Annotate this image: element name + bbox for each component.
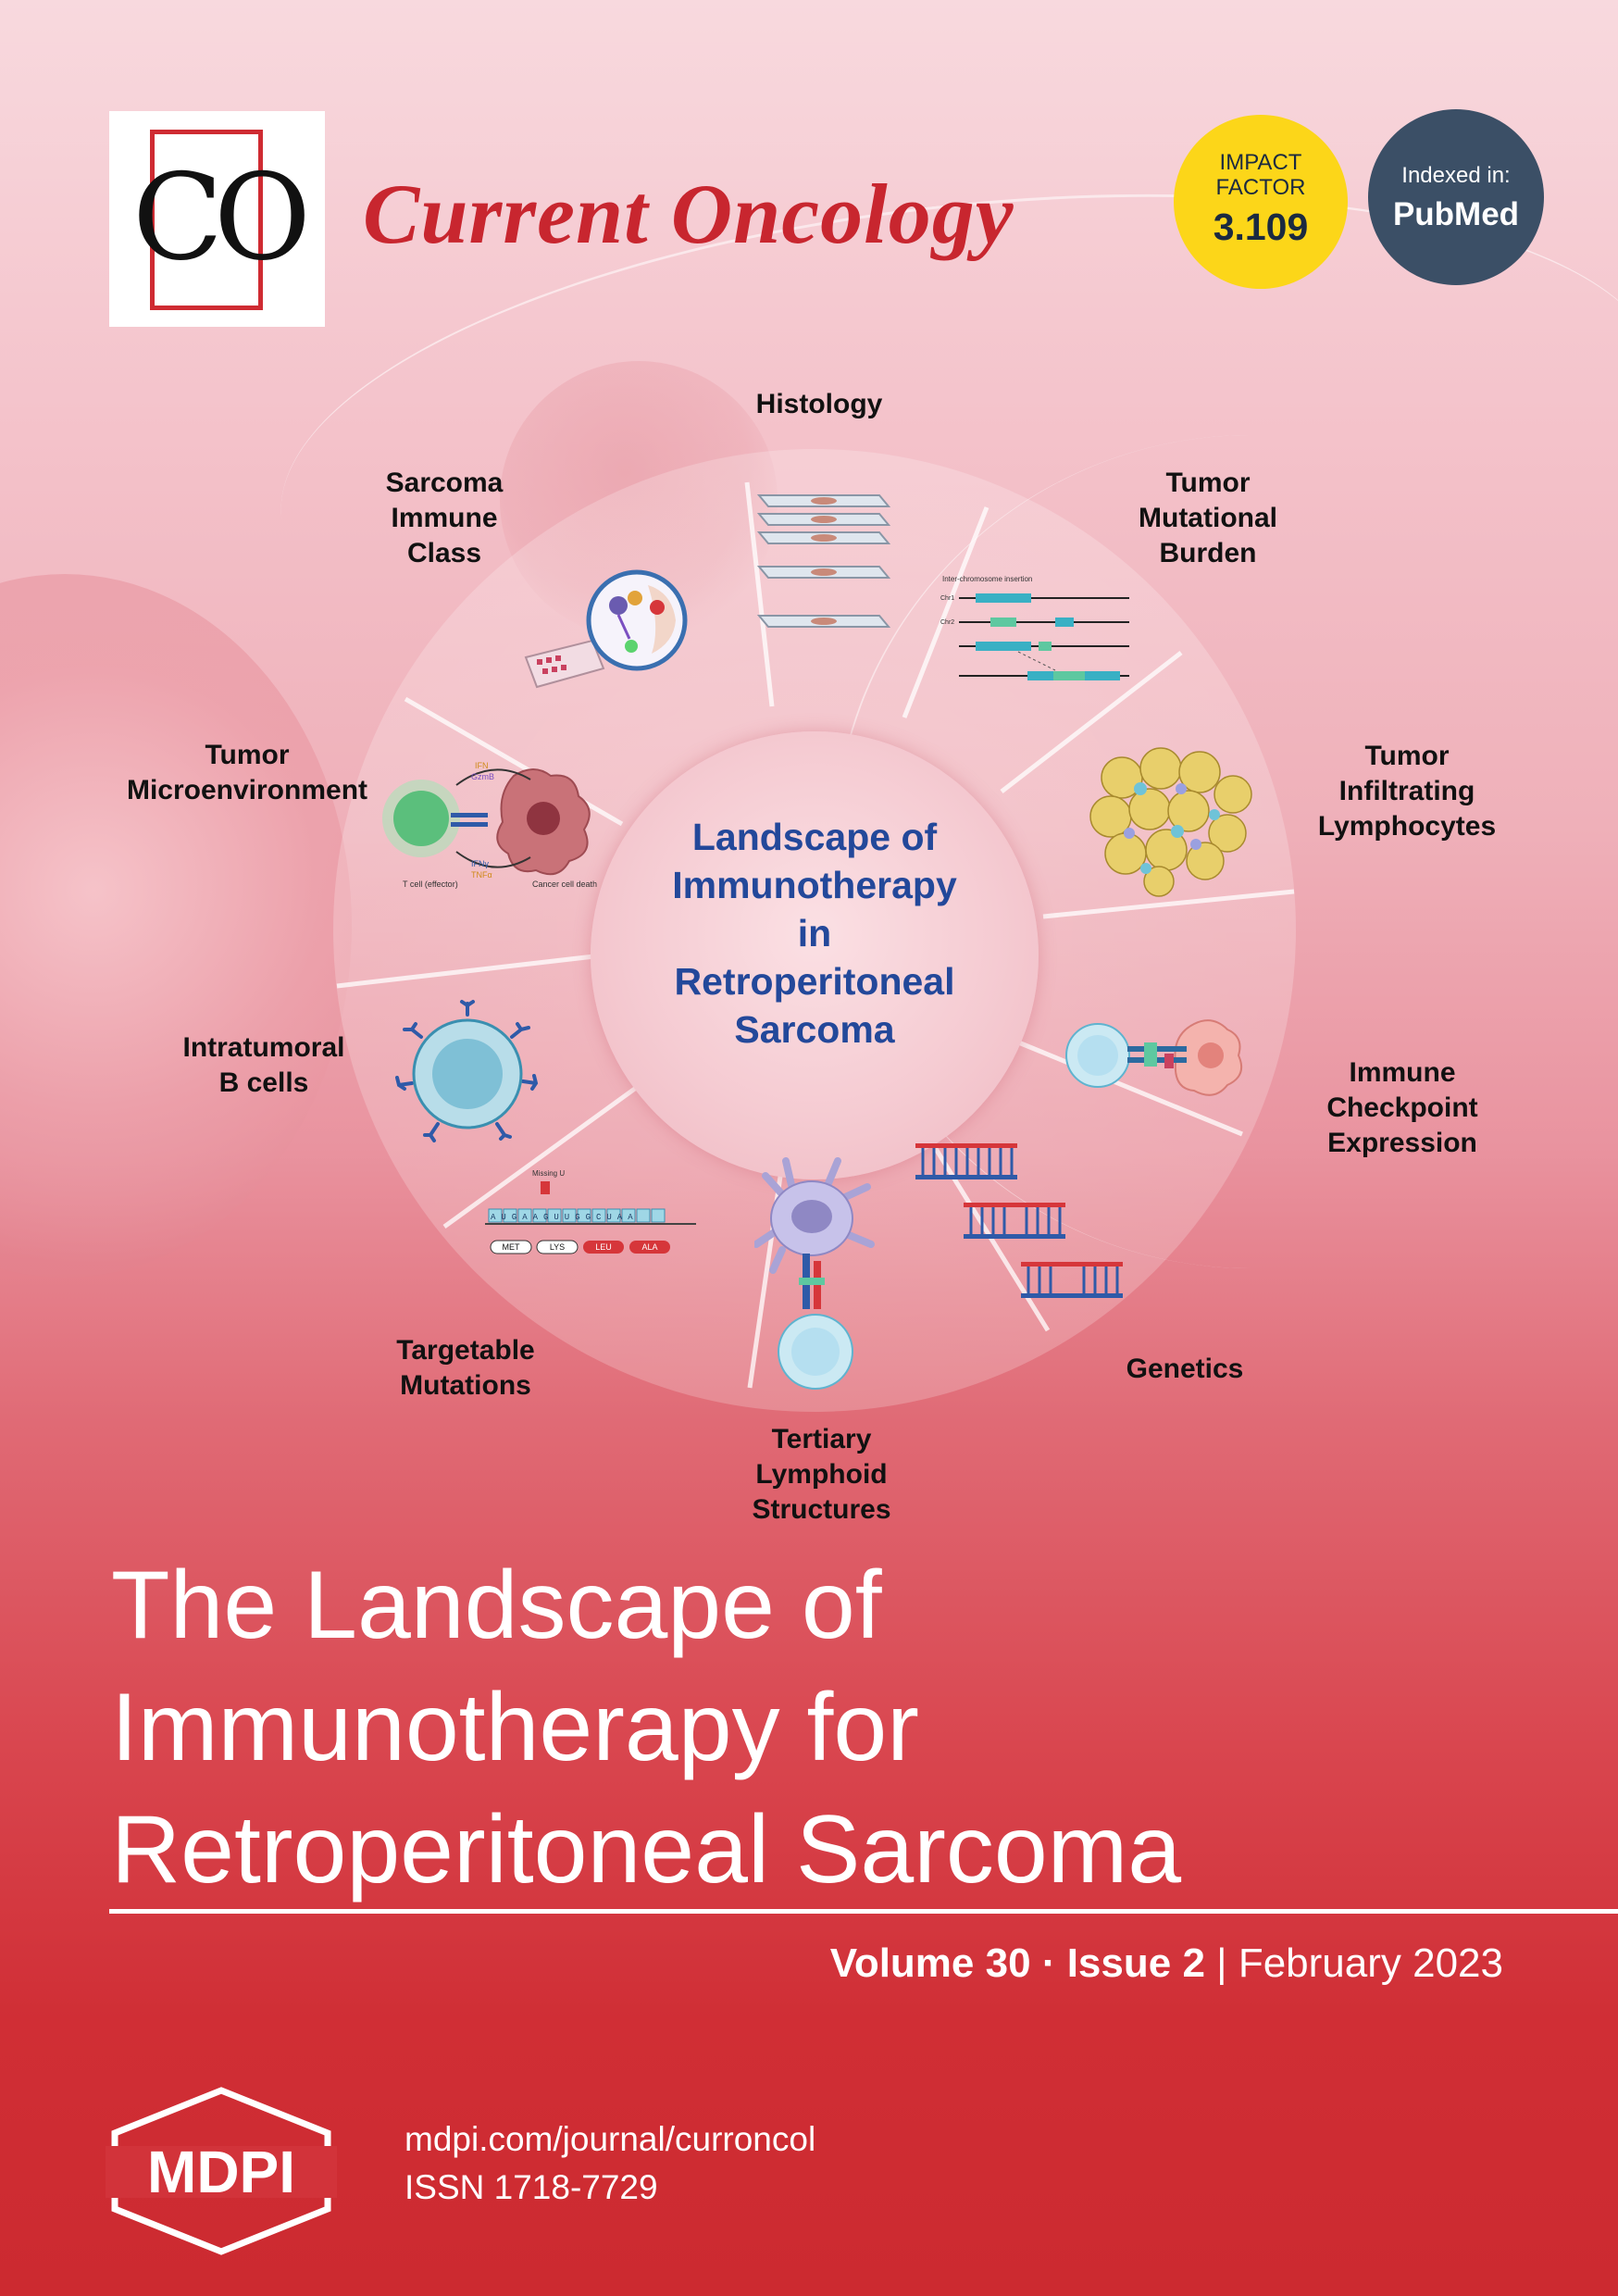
wheel-center-line-5: Sarcoma — [734, 1008, 895, 1051]
dna-strand-1 — [915, 1143, 1017, 1179]
segment-label-tumor-mutational-burden: Tumor Mutational Burden — [1139, 468, 1277, 568]
dendritic-and-t-cell-icon — [754, 1157, 875, 1390]
lymphocyte-cluster-icon — [1089, 747, 1252, 897]
wheel-center-line-2: Immunotherapy — [672, 864, 957, 906]
volume-label: Volume 30 — [829, 1940, 1031, 1986]
mdpi-logo-text: MDPI — [147, 2139, 295, 2205]
wheel-center-title: Landscape of Immunotherapy in Retroperit… — [591, 813, 1039, 1054]
issue-info: Volume 30 · Issue 2 | February 2023 — [830, 1940, 1503, 1987]
journal-title: Current Oncology — [363, 167, 1014, 261]
segment-label-targetable-mutations: Targetable Mutations — [396, 1335, 535, 1401]
indexed-value: PubMed — [1392, 196, 1520, 232]
amino-acid-3: LEU — [595, 1242, 612, 1252]
mdpi-logo: MDPI — [106, 2087, 337, 2255]
impact-value: 3.109 — [1213, 206, 1309, 248]
amino-acid-2: LYS — [550, 1242, 565, 1252]
tme-tnfa-label: TNFα — [471, 870, 492, 880]
mutation-missing-label: Missing U — [532, 1169, 565, 1178]
segment-label-tumor-microenvironment: Tumor Microenvironment — [126, 740, 368, 805]
segment-label-tertiary-lymphoid-structures: Tertiary Lymphoid Structures — [752, 1424, 891, 1525]
impact-factor-badge: IMPACT FACTOR 3.109 — [1174, 115, 1348, 289]
logo-frame — [150, 130, 263, 310]
segment-label-histology: Histology — [755, 389, 883, 419]
issue-date-separator: | — [1216, 1940, 1227, 1986]
dna-strand-2 — [964, 1203, 1065, 1239]
histology-slides-icon — [756, 494, 891, 628]
immune-checkpoint-icon — [1065, 1019, 1242, 1096]
wheel-center-circle — [591, 731, 1039, 1179]
logo-letters: CO — [132, 149, 311, 287]
t-cell-cancer-interaction-icon: IFN GzmB IFNγ TNFα T cell (effector) Can… — [382, 761, 597, 889]
segment-label-intratumoral-b-cells: Intratumoral B cells — [182, 1032, 345, 1098]
chromosome-insertion-diagram: Inter-chromosome insertion Chr1 Chr2 — [940, 575, 1129, 680]
pubmed-badge: Indexed in: PubMed — [1368, 109, 1544, 285]
immune-class-magnifier-icon — [524, 569, 688, 689]
segment-label-genetics: Genetics — [1126, 1354, 1244, 1384]
title-divider — [109, 1909, 1618, 1914]
tmb-title: Inter-chromosome insertion — [942, 575, 1032, 583]
issue-label: Issue 2 — [1066, 1940, 1205, 1986]
cover-article-title: The Landscape of Immunotherapy for Retro… — [111, 1552, 1182, 1903]
amino-acid-1: MET — [503, 1242, 521, 1252]
tme-gzmb-label: GzmB — [471, 772, 494, 781]
journal-logo: CO — [109, 111, 325, 327]
impact-label-2: FACTOR — [1215, 175, 1306, 200]
tme-death-label: Cancer cell death — [532, 880, 597, 889]
indexed-label: Indexed in: — [1401, 163, 1511, 188]
segment-label-sarcoma-immune-class: Sarcoma Immune Class — [385, 468, 504, 568]
impact-label-1: IMPACT — [1219, 150, 1302, 175]
journal-issn: ISSN 1718-7729 — [404, 2168, 658, 2206]
tme-ifng-label: IFNγ — [471, 859, 489, 868]
segment-label-tumor-infiltrating-lymphocytes: Tumor Infiltrating Lymphocytes — [1317, 741, 1497, 842]
tmb-chr2-label: Chr2 — [940, 619, 954, 626]
wheel-center-line-3: in — [797, 912, 832, 955]
background-cell-left — [0, 574, 352, 1278]
dna-repair-icon — [915, 1143, 1123, 1298]
amino-acid-4: ALA — [641, 1242, 657, 1252]
tmb-chr1-label: Chr1 — [940, 595, 954, 602]
dna-strand-3 — [1021, 1262, 1123, 1298]
mutation-sequence-icon: Missing U AUGAAGUUGGCUAA MET LYS LEU ALA — [485, 1169, 696, 1254]
volume-issue-separator: · — [1041, 1940, 1056, 1986]
tme-ifn-label: IFN — [475, 761, 489, 770]
segment-label-immune-checkpoint-expression: Immune Checkpoint Expression — [1326, 1057, 1478, 1158]
tme-tcell-label: T cell (effector) — [403, 880, 458, 889]
journal-url[interactable]: mdpi.com/journal/curroncol — [404, 2120, 816, 2158]
wheel-center-line-4: Retroperitoneal — [674, 960, 955, 1003]
mutation-sequence: AUGAAGUUGGCUAA — [491, 1213, 639, 1222]
issue-date: February 2023 — [1238, 1940, 1503, 1986]
wheel-center-line-1: Landscape of — [691, 816, 938, 858]
b-cell-icon — [395, 1000, 539, 1142]
